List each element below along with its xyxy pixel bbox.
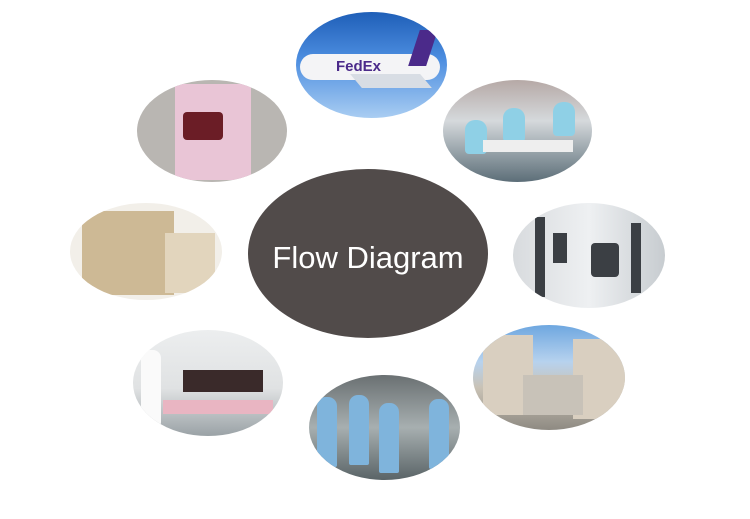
machinery-photo — [513, 203, 665, 308]
machine-column — [535, 217, 545, 297]
packaging-box-photo — [137, 80, 287, 182]
plane-wing — [350, 74, 432, 88]
assembly-lab-photo — [443, 80, 592, 182]
production-line-workers-photo — [309, 375, 460, 480]
worker — [349, 395, 369, 465]
fedex-logo-text: FedEx — [336, 58, 382, 75]
technician — [141, 350, 161, 430]
gate — [523, 375, 583, 415]
shipping-airplane-photo: FedEx — [296, 12, 447, 118]
worker — [317, 397, 337, 467]
center-title: Flow Diagram — [272, 239, 464, 275]
machine-head — [553, 233, 567, 263]
worker — [503, 108, 525, 142]
product-image — [183, 112, 223, 140]
flow-diagram-center: Flow Diagram — [248, 169, 488, 338]
bench — [163, 400, 273, 414]
worker — [465, 120, 487, 154]
workbench — [483, 140, 573, 152]
carton-lid — [165, 233, 215, 293]
testing-lab-photo — [133, 330, 283, 436]
instruments — [183, 370, 263, 392]
printed-carton-box-photo — [70, 203, 222, 300]
factory-building-photo — [473, 325, 625, 430]
bucket — [591, 243, 619, 277]
worker — [379, 403, 399, 473]
carton-box — [82, 211, 174, 295]
worker — [553, 102, 575, 136]
machine-column — [631, 223, 641, 293]
worker — [429, 399, 449, 469]
